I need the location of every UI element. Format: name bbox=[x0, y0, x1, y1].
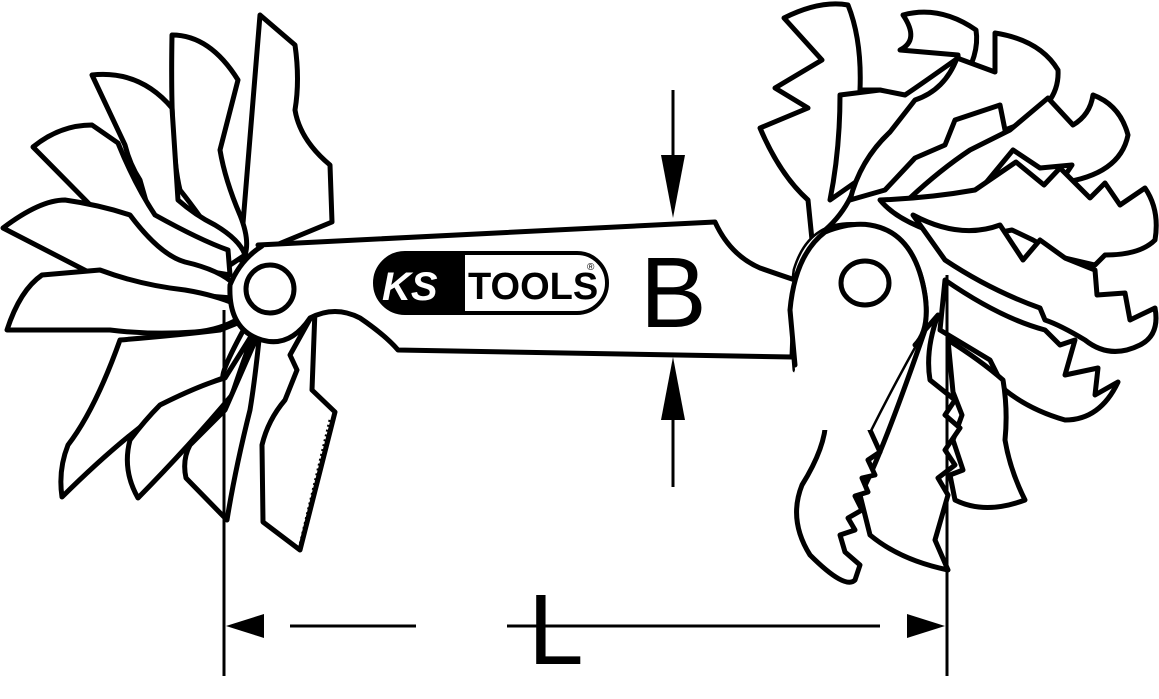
logo-ks-text: KS bbox=[382, 265, 438, 309]
dimension-l-label: L bbox=[528, 574, 584, 686]
left-pivot-hole bbox=[243, 262, 297, 316]
dimension-l: L bbox=[222, 275, 949, 686]
saw-teeth bbox=[298, 419, 332, 546]
ks-tools-logo: KS TOOLS ® bbox=[373, 251, 609, 315]
dimension-b-label: B bbox=[640, 237, 707, 349]
left-blade-fan bbox=[0, 12, 338, 553]
logo-tools-text: TOOLS bbox=[468, 266, 598, 308]
dimension-b: B bbox=[640, 90, 707, 487]
registered-mark: ® bbox=[587, 262, 595, 273]
